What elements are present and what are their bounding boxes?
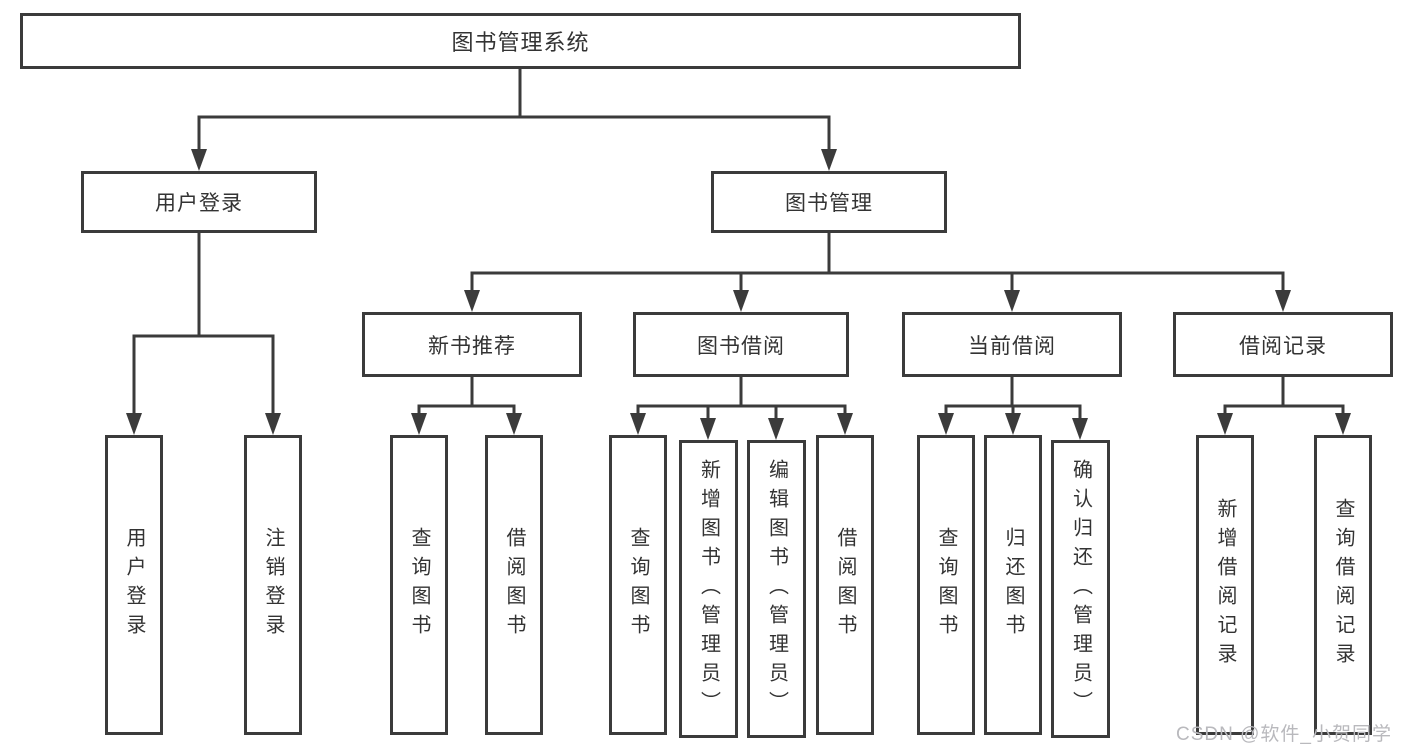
node-book-borrowing: 图书借阅 xyxy=(633,312,849,377)
node-label: 编辑图书（管理员） xyxy=(765,458,788,720)
node-label: 借阅记录 xyxy=(1239,334,1327,358)
node-label: 查询借阅记录 xyxy=(1332,498,1354,672)
node-borrowing-records: 借阅记录 xyxy=(1173,312,1393,377)
leaf-query-borrow-record: 查询借阅记录 xyxy=(1314,435,1372,735)
leaf-query-books-recommend: 查询图书 xyxy=(390,435,448,735)
node-label: 归还图书 xyxy=(1002,527,1024,643)
leaf-user-login: 用户登录 xyxy=(105,435,163,735)
node-label: 新增图书（管理员） xyxy=(697,458,720,720)
node-library-management-system: 图书管理系统 xyxy=(20,13,1021,69)
node-label: 当前借阅 xyxy=(968,334,1056,358)
node-label: 查询图书 xyxy=(627,527,649,643)
node-label: 确认归还（管理员） xyxy=(1069,458,1092,720)
node-label: 查询图书 xyxy=(408,527,430,643)
leaf-edit-books-admin: 编辑图书（管理员） xyxy=(747,440,806,738)
leaf-query-books-current: 查询图书 xyxy=(917,435,975,735)
node-label: 借阅图书 xyxy=(834,527,856,643)
leaf-borrow-books-borrowing: 借阅图书 xyxy=(816,435,874,735)
node-label: 用户登录 xyxy=(123,527,145,643)
node-current-borrowing: 当前借阅 xyxy=(902,312,1122,377)
leaf-query-books-borrowing: 查询图书 xyxy=(609,435,667,735)
node-label: 新增借阅记录 xyxy=(1214,498,1236,672)
leaf-add-books-admin: 新增图书（管理员） xyxy=(679,440,738,738)
node-label: 图书管理 xyxy=(785,192,873,215)
node-label: 查询图书 xyxy=(935,527,957,643)
node-user-login: 用户登录 xyxy=(81,171,317,233)
leaf-logout-login: 注销登录 xyxy=(244,435,302,735)
node-label: 图书管理系统 xyxy=(451,30,590,55)
csdn-watermark: CSDN @软件_小贺同学 xyxy=(1176,724,1392,745)
leaf-borrow-books-recommend: 借阅图书 xyxy=(485,435,543,735)
leaf-add-borrow-record: 新增借阅记录 xyxy=(1196,435,1254,735)
node-label: 新书推荐 xyxy=(428,334,516,358)
node-label: 注销登录 xyxy=(262,527,284,643)
node-label: 图书借阅 xyxy=(697,334,785,358)
node-label: 借阅图书 xyxy=(503,527,525,643)
node-new-book-recommendation: 新书推荐 xyxy=(362,312,582,377)
leaf-confirm-return-admin: 确认归还（管理员） xyxy=(1051,440,1110,738)
leaf-return-books: 归还图书 xyxy=(984,435,1042,735)
node-book-management: 图书管理 xyxy=(711,171,947,233)
node-label: 用户登录 xyxy=(155,192,243,215)
